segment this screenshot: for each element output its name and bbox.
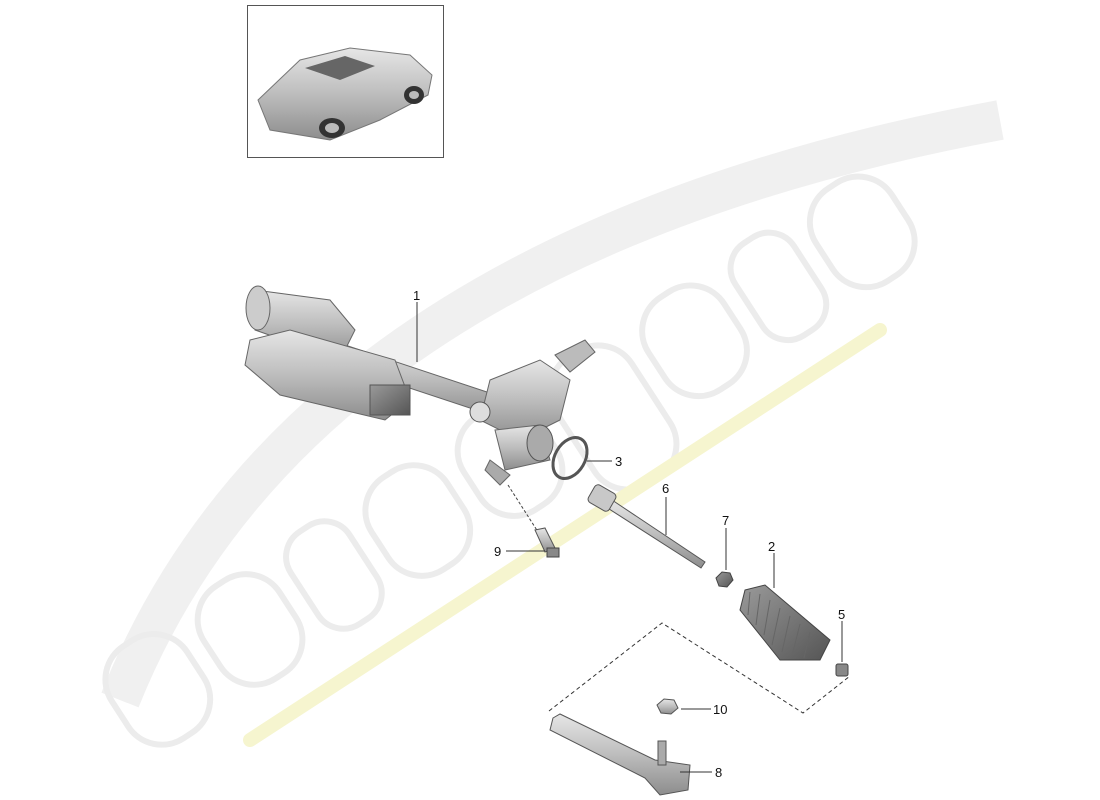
callout-5[interactable]: 5 (838, 607, 845, 622)
bellows-part[interactable] (739, 584, 831, 661)
inner-tie-rod-part[interactable] (587, 483, 706, 569)
assembly-dashed-outline (548, 622, 851, 714)
steering-gear-part[interactable] (244, 285, 596, 486)
nut-part-10[interactable] (656, 698, 679, 715)
car-thumbnail-icon (257, 47, 433, 141)
clamp-part[interactable] (835, 663, 849, 677)
callout-7[interactable]: 7 (722, 513, 729, 528)
callout-8[interactable]: 8 (715, 765, 722, 780)
callout-6[interactable]: 6 (662, 481, 669, 496)
o-ring-part[interactable] (546, 431, 594, 484)
callout-10[interactable]: 10 (713, 702, 727, 717)
callout-1[interactable]: 1 (413, 288, 420, 303)
callout-2[interactable]: 2 (768, 539, 775, 554)
nut-part[interactable] (715, 571, 734, 588)
callout-9[interactable]: 9 (494, 544, 501, 559)
watermark-logo (101, 100, 1004, 748)
bolt-part[interactable] (507, 484, 560, 558)
leader-lines (416, 302, 843, 773)
car-thumbnail[interactable] (247, 5, 444, 158)
tie-rod-end-part[interactable] (549, 713, 691, 796)
callout-3[interactable]: 3 (615, 454, 622, 469)
